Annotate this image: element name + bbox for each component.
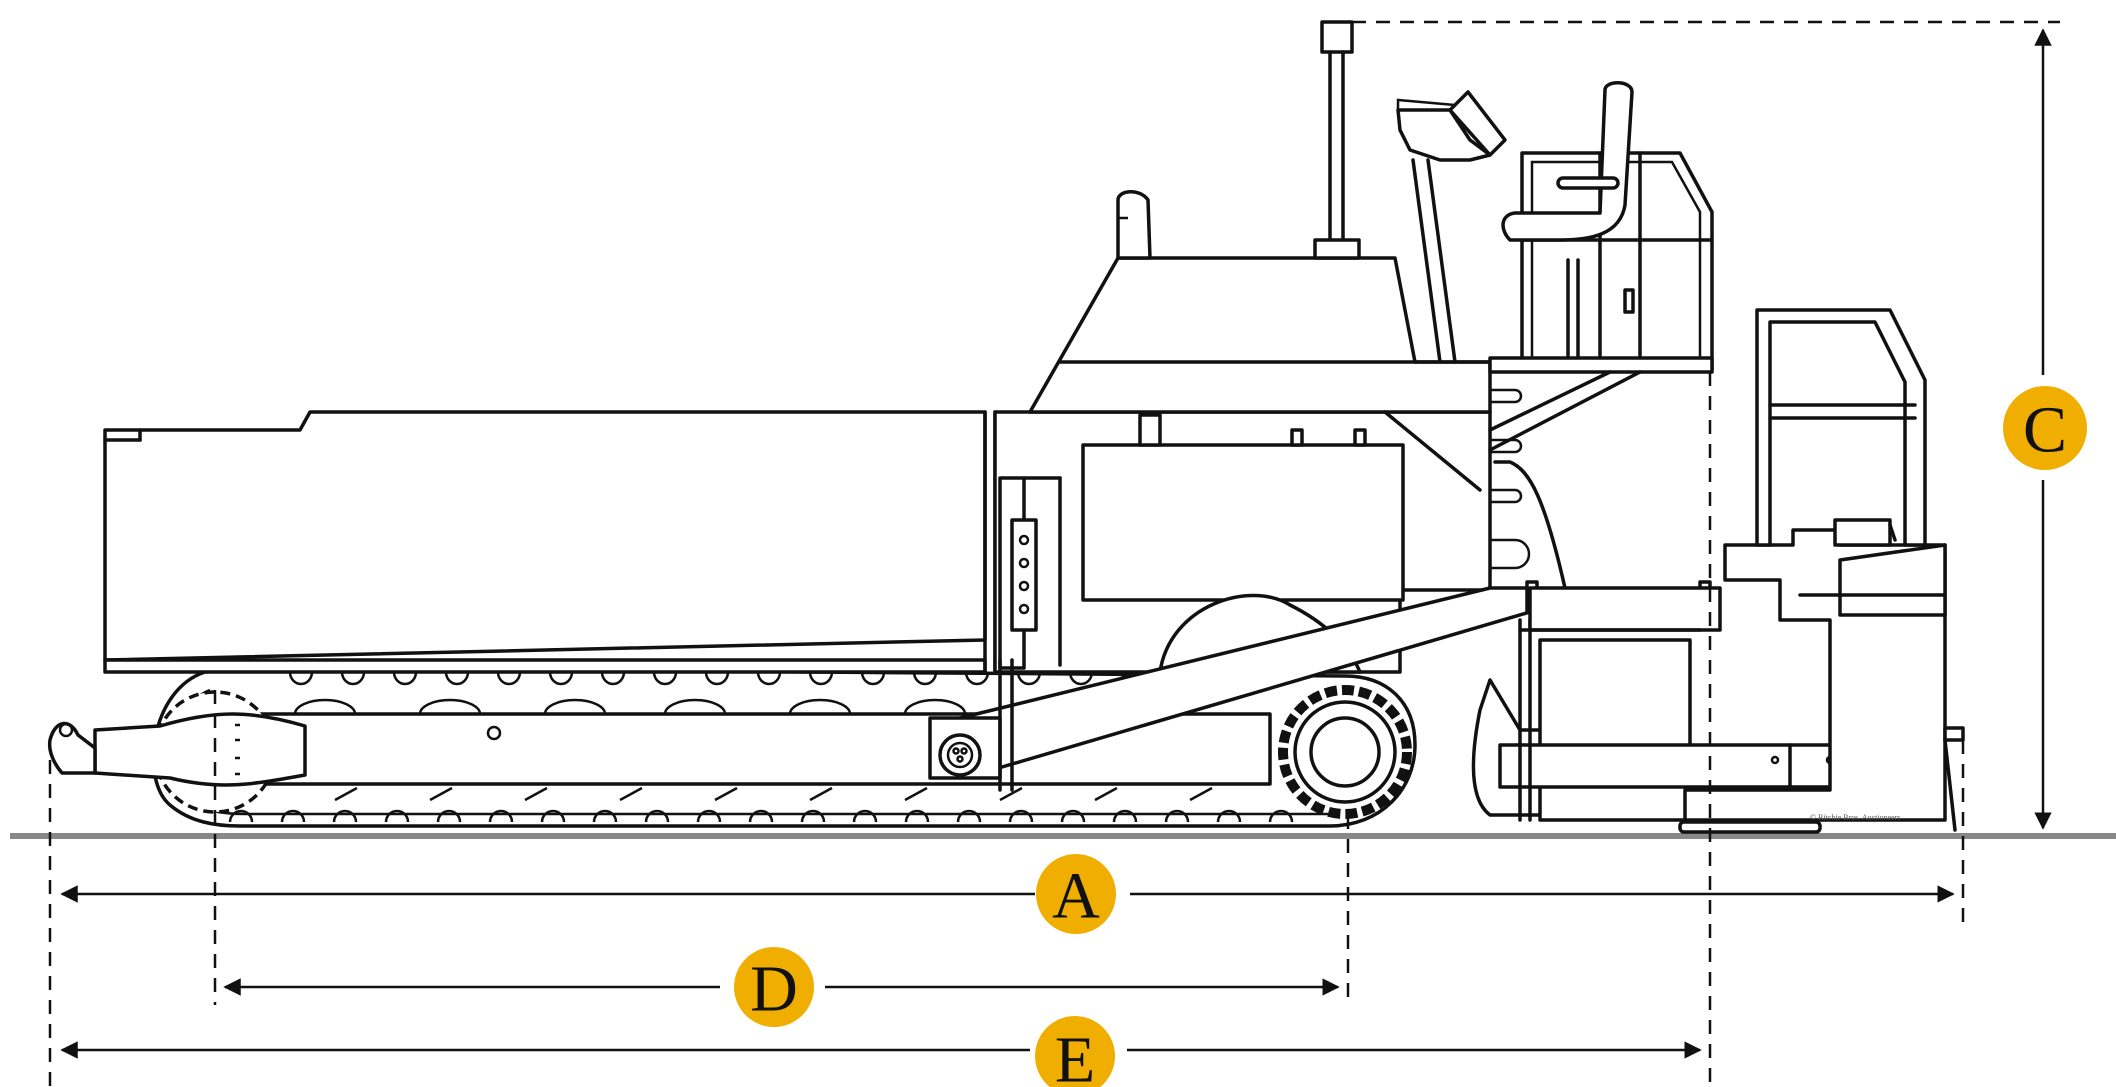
hopper [103, 410, 997, 674]
dimension-d-label: D [750, 953, 798, 1026]
beacon-light [1320, 20, 1354, 54]
copyright-credit: © Ritchie Bros. Auctioneers [1810, 813, 1901, 822]
dimension-guides [48, 20, 2060, 1087]
screed: © Ritchie Bros. Auctioneers [1471, 308, 1965, 834]
dimension-a-label: A [1052, 860, 1100, 933]
dimension-c: C [2003, 28, 2087, 830]
dimension-e: E [60, 1016, 1702, 1087]
fuel-tank [1081, 443, 1405, 602]
dimension-e-label: E [1055, 1024, 1095, 1087]
dimension-a: A [60, 854, 1955, 934]
steering-column [1396, 90, 1507, 364]
dimension-d-badge [734, 947, 814, 1027]
dimension-e-badge [1035, 1016, 1115, 1087]
paver-machine: © Ritchie Bros. Auctioneers [47, 20, 1965, 834]
exhaust-stack [1116, 190, 1152, 260]
steering-wheel [1448, 90, 1507, 157]
dimension-c-badge [2003, 386, 2087, 470]
dimension-d: D [223, 947, 1340, 1027]
lift-arm [928, 586, 1532, 792]
engine-cover [1028, 20, 1492, 414]
dimension-a-badge [1036, 854, 1116, 934]
rear-hitch [47, 712, 502, 787]
operator-seat [1501, 81, 1634, 242]
operator-station [1383, 81, 1714, 590]
dimension-c-label: C [2023, 394, 2067, 467]
